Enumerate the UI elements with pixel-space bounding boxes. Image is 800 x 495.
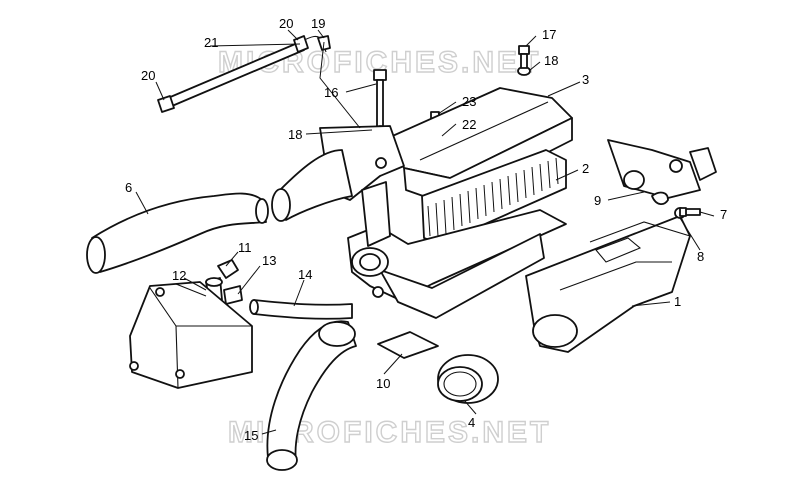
callout-2: 2: [582, 161, 589, 176]
airbox-body: [347, 157, 567, 319]
callout-3: 3: [582, 72, 589, 87]
gasket: [377, 331, 439, 359]
callout-12: 12: [172, 268, 186, 283]
rubber-sleeve: [437, 354, 499, 404]
callout-6: 6: [125, 180, 132, 195]
top-screw: [518, 45, 530, 69]
callout-20-upper: 20: [279, 16, 293, 31]
callout-16: 16: [324, 85, 338, 100]
callout-18-right: 18: [544, 53, 558, 68]
breather-box: [129, 281, 253, 389]
callout-11: 11: [238, 240, 252, 255]
side-screw: [679, 207, 701, 217]
callout-14: 14: [298, 267, 312, 282]
callout-21: 21: [204, 35, 218, 50]
callout-19: 19: [311, 16, 325, 31]
lower-hose: [266, 320, 357, 471]
drain-hose: [249, 299, 353, 320]
callout-9: 9: [594, 193, 601, 208]
leader-lines: [135, 29, 715, 435]
callout-17: 17: [542, 27, 556, 42]
airbox-cover: [271, 87, 573, 222]
callout-10: 10: [376, 376, 390, 391]
air-filter-element: [421, 149, 567, 245]
callout-1: 1: [674, 294, 681, 309]
lower-airbox: [525, 215, 691, 353]
intake-connector: [607, 139, 717, 205]
callout-7: 7: [720, 207, 727, 222]
callout-labels: 21 20 19 20 16 18 17 18 3 23 22 2 9 7 8 …: [125, 16, 727, 443]
callout-20-lower: 20: [141, 68, 155, 83]
callout-4: 4: [468, 415, 475, 430]
callout-23: 23: [462, 94, 476, 109]
callout-18-left: 18: [288, 127, 302, 142]
intake-hose-upper: [86, 192, 269, 274]
callout-15: 15: [244, 428, 258, 443]
callout-13: 13: [262, 253, 276, 268]
callout-22: 22: [462, 117, 476, 132]
callout-8: 8: [697, 249, 704, 264]
hose-clamp-lower: [157, 95, 175, 113]
